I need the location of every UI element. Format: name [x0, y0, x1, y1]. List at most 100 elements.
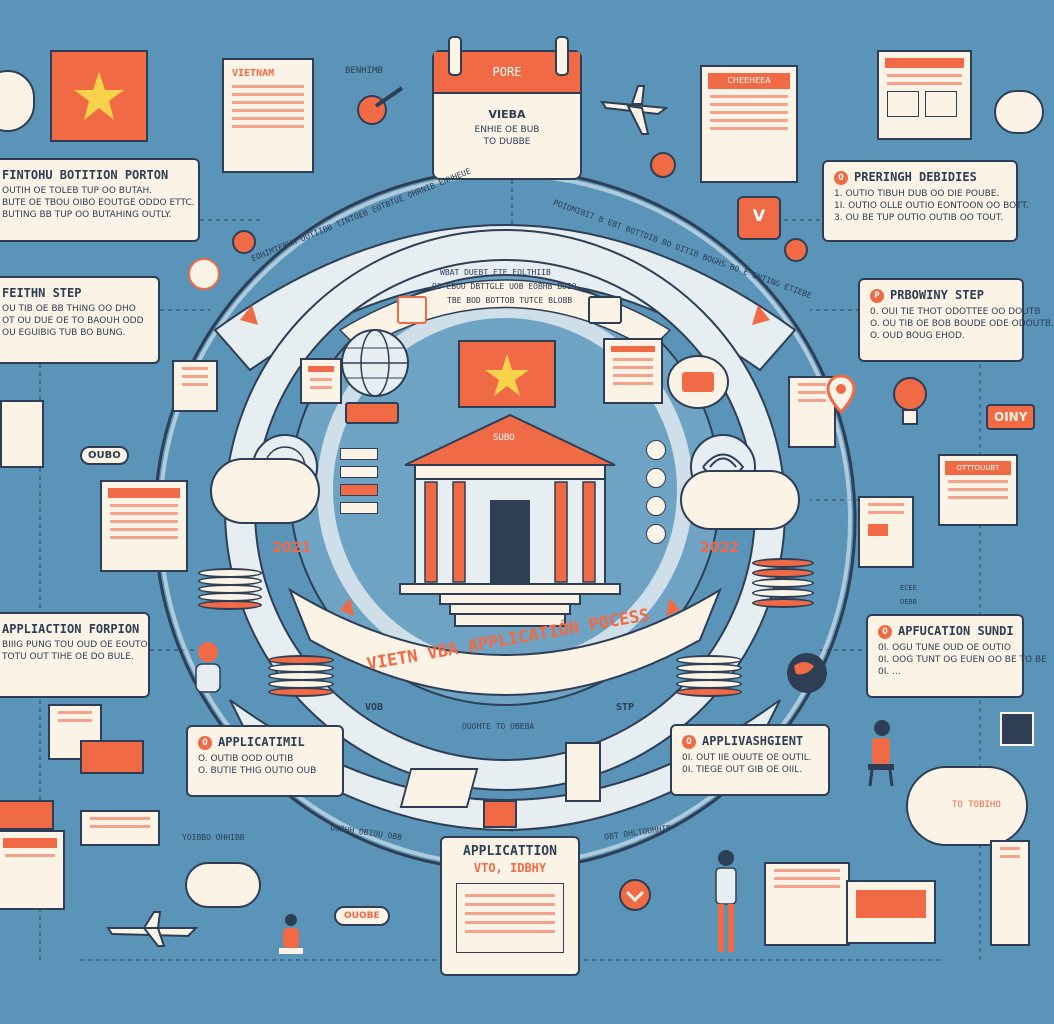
id-card-icon — [397, 296, 427, 324]
dot-icon — [650, 152, 676, 178]
calendar-line: TO DUBBE — [483, 137, 531, 147]
coin-stack-icon — [752, 558, 814, 614]
step-number-badge: O — [682, 734, 696, 749]
application-document: APPLICATTION VTO, IDBHY — [440, 836, 580, 976]
inner-line: OO EBOO DBTTGLE UOB EOBHB BUIO — [432, 282, 577, 291]
doc-title: CHEEHEEA — [708, 73, 790, 89]
status-bars — [340, 448, 378, 514]
card-line: O. OUTIB OOD OUTIB — [198, 753, 294, 764]
dot-icon — [232, 230, 256, 254]
document-icon — [100, 480, 188, 572]
video-panel-icon — [0, 400, 44, 468]
card-line: 0I. ... — [878, 666, 901, 677]
vietnam-flag-icon — [50, 50, 148, 142]
card-line: 0. OUI TIE THOT ODOTTEE OO DOUTB — [870, 306, 1041, 317]
visa-document: CHEEHEEA — [700, 65, 798, 183]
card-line: OUTIH OE TOLEB TUP OO BUTAH. — [2, 186, 152, 196]
document-icon — [603, 338, 663, 404]
info-card-left-2: FEITHN STEP OU TIB OE BB THING OO DHO OT… — [0, 276, 160, 364]
cloud-icon — [210, 458, 320, 524]
card-heading: APPLICATIMIL — [218, 735, 305, 749]
info-card-right-1: O PRERINGH DEBIDIES 1. OUTIO TIBUH DUB OO… — [822, 160, 1029, 242]
calendar-ring — [555, 36, 569, 76]
application-doc-subtitle: VTO, IDBHY — [473, 861, 547, 875]
cloud-icon — [994, 90, 1044, 134]
card-line: 0I. TIEGE OUT GIB OE OIIL. — [682, 764, 803, 775]
card-line: TOTU OUT TIHE OE DO BULE. — [2, 652, 134, 662]
person-icon — [715, 850, 737, 952]
calendar-ring — [448, 36, 462, 76]
info-card-bottom-left: O APPLICATIMIL O. OUTIB OOD OUTIB O. BUTI… — [186, 725, 344, 797]
document-icon: OTTTOUUBT — [938, 454, 1018, 526]
person-icon — [279, 914, 303, 954]
document-icon — [764, 862, 850, 946]
card-heading: FINTOHU BOTITION PORTON — [2, 168, 169, 182]
government-building-icon — [399, 413, 621, 627]
banner-ribbon — [287, 587, 723, 696]
coin-stack-icon — [268, 655, 334, 701]
document-icon — [877, 50, 972, 140]
cloud-icon — [906, 766, 1028, 846]
right-tiny-label: OEBB — [900, 598, 917, 606]
card-line: 1. OUTIO TIBUH DUB OO DIE POUBE. — [834, 188, 1000, 199]
building-label: SUBO — [493, 433, 515, 443]
location-pin-icon — [826, 374, 856, 415]
year-label-right: 2022 — [700, 540, 739, 556]
stamp-pad-icon — [399, 768, 479, 808]
globe-icon — [787, 653, 827, 693]
step-number-badge: P — [870, 288, 884, 303]
step-number-badge: O — [878, 624, 892, 639]
orange-tab — [0, 800, 54, 830]
card-line: BUTING BB TUP OO BUTAHING OUTLY. — [2, 210, 172, 220]
card-line: 3. OU BE TUP OUTIO OUTIB OO TOUT. — [834, 212, 1004, 223]
orange-square-icon — [1000, 712, 1034, 746]
card-heading: APPLIACTION FORPION — [2, 622, 140, 636]
card-line: OT OU DUE OE TO BAOUH ODD — [2, 316, 144, 326]
doc-title: OTTTOUUBT — [945, 461, 1011, 475]
document-icon — [80, 810, 160, 846]
step-number-badge: O — [834, 170, 848, 185]
info-card-right-2: P PRBOWINY STEP 0. OUI TIE THOT ODOTTEE O… — [858, 278, 1054, 362]
card-line: BUTE OE TBOU OIBO EOUTGE ODDO ETTC. — [2, 198, 195, 208]
cloud-icon — [185, 862, 261, 908]
cloud-caption: TO TOBIHO — [952, 800, 1001, 810]
card-line: O. OUD BOUG EHOD. — [870, 330, 965, 341]
bottom-left-caption: YOIBBO OHHIBB — [182, 833, 245, 842]
side-badge-right: OINY — [986, 404, 1036, 430]
application-doc-title: APPLICATTION — [463, 844, 557, 859]
card-line: O. BUTIE THIG OUTIO OUB — [198, 765, 317, 776]
card-heading: PRERINGH DEBIDIES — [854, 170, 977, 184]
dot-icon — [188, 258, 220, 290]
info-card-left-3: APPLIACTION FORPION BIIIG PUNG TOU OUD O… — [0, 612, 150, 698]
stamp-icon — [357, 86, 404, 125]
card-line: BIIIG PUNG TOU OUD OE EOUTO — [2, 640, 148, 650]
year-label-left: 2021 — [272, 540, 311, 556]
document-icon — [300, 358, 342, 404]
globe-icon — [341, 329, 409, 397]
id-card-icon — [588, 296, 622, 324]
calendar-title: VIEBA — [488, 108, 526, 121]
coin-stack-icon — [676, 655, 742, 701]
card-heading: FEITHN STEP — [2, 286, 82, 300]
document-icon — [48, 704, 102, 760]
doc-title: VIETNAM — [232, 68, 275, 79]
card-heading: PRBOWINY STEP — [890, 288, 984, 302]
ring-bottom-center: OUOHTE TO OBEBA — [462, 722, 535, 731]
card-heading: APFUCATION SUNDI — [898, 624, 1014, 638]
inner-line: TBE BOD BOTTOB TUTCE BLOBB — [447, 296, 573, 305]
document-icon — [846, 880, 936, 944]
card-line: 0I. OUT IIE OUUTE OE OUTIL. — [682, 752, 812, 763]
calendar-line: ENHIE OE BUB — [474, 125, 540, 135]
side-badge-left: OUBO — [80, 446, 129, 465]
card-line: 0I. OGU TUNE OUD OE OUTIO — [878, 642, 1011, 653]
top-small-label: BENHIMB — [345, 66, 383, 76]
checkmark-badge-icon — [619, 879, 651, 911]
passport-badge-icon — [345, 402, 399, 424]
lightbulb-icon — [893, 377, 927, 425]
ring-bottom-word-right: STP — [616, 702, 635, 713]
step-number-badge: O — [198, 735, 212, 750]
ring-bottom-word-left: VOB — [365, 702, 384, 713]
stamp-badge — [80, 740, 144, 774]
info-card-left-1: FINTOHU BOTITION PORTON OUTIH OE TOLEB T… — [0, 158, 200, 242]
